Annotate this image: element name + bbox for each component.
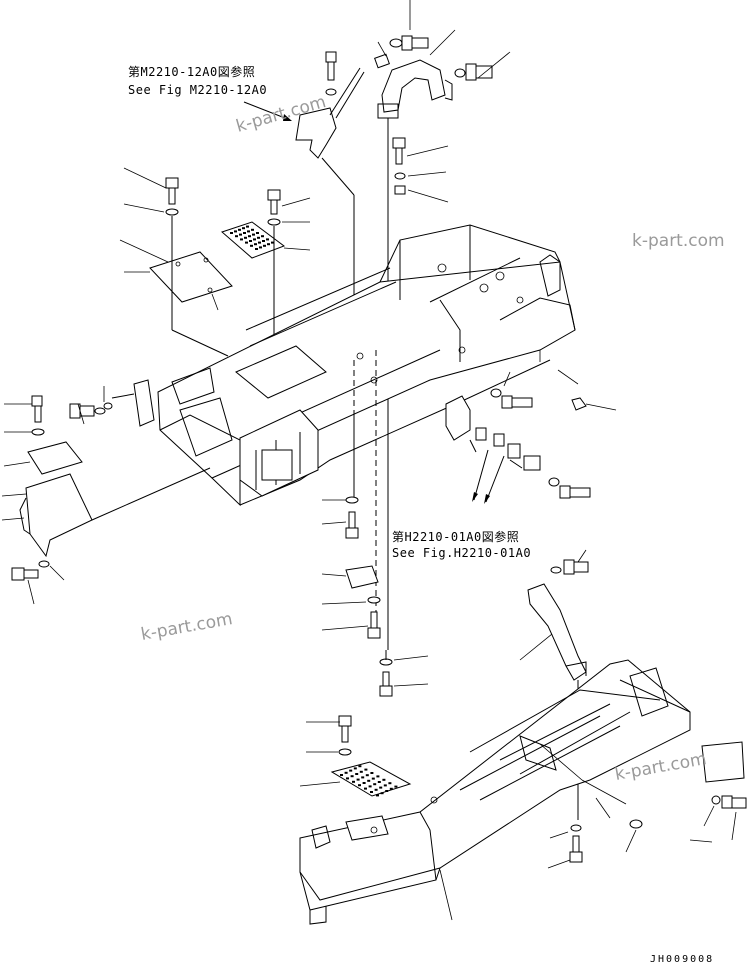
checker-dot (258, 241, 261, 244)
checker-dot (256, 232, 259, 234)
checker-dot (257, 236, 260, 239)
checker-dot (370, 791, 373, 793)
bolt-icon (563, 559, 589, 575)
checker-dot (383, 784, 387, 787)
checker-dot (252, 233, 255, 236)
checker-dot (255, 248, 258, 250)
watermark: k-part.com (139, 609, 234, 645)
checker-dot (359, 770, 363, 773)
checker-dot (254, 243, 257, 246)
checker-dot (245, 241, 248, 244)
bolt-icon (501, 395, 533, 409)
cover-plate-left (119, 167, 233, 357)
checker-dot (361, 776, 365, 779)
reference-label-upper-en: See Fig M2210-12A0 (128, 83, 267, 97)
checker-dot (376, 794, 379, 797)
checker-dot (376, 775, 380, 778)
checker-dot (388, 782, 392, 785)
watermark: k-part.com (632, 231, 725, 251)
checker-dot (251, 228, 254, 231)
checker-dot (239, 233, 242, 236)
checker-dot (371, 777, 375, 780)
checker-dot (346, 777, 349, 780)
checker-dot (259, 246, 262, 249)
bolt-icon (389, 35, 429, 51)
checker-dot (240, 238, 243, 241)
checker-dot (248, 235, 251, 238)
checker-dot (364, 768, 368, 771)
checker-dot (267, 243, 270, 246)
reference-label-lower-jp: 第H2210-01A0図参照 (392, 529, 519, 544)
reference-label-lower-en: See Fig.H2210-01A0 (392, 546, 531, 560)
checker-plate-upper (221, 189, 311, 420)
checker-dot (379, 786, 383, 789)
left-step-assembly (1, 379, 211, 605)
checker-dot (230, 232, 233, 234)
right-small-parts (625, 741, 747, 853)
lower-bolt-stack (547, 824, 583, 869)
checker-dot (358, 784, 361, 787)
checker-dot (365, 774, 369, 777)
checker-dot (271, 241, 274, 244)
checker-dot (356, 778, 360, 781)
middle-bolt-stack (321, 496, 429, 697)
checker-dot (350, 775, 354, 778)
reference-label-upper-jp: 第M2210-12A0図参照 (128, 64, 255, 79)
checker-dot (249, 240, 252, 242)
checker-dot (377, 781, 381, 783)
checker-dot (389, 787, 393, 790)
checker-dot (380, 792, 384, 795)
checker-dot (244, 236, 247, 239)
bolt-icon (11, 560, 50, 581)
checker-dot (243, 232, 246, 234)
checker-dot (344, 771, 348, 774)
checker-dot (353, 767, 357, 770)
checker-dot (373, 783, 377, 786)
side-bracket-mid (445, 369, 617, 504)
bolt-icon (454, 63, 493, 81)
checker-dot (352, 780, 355, 783)
checker-dot (385, 790, 389, 792)
checker-dot (253, 238, 256, 241)
checker-dot (235, 235, 238, 238)
checker-dot (355, 773, 359, 775)
bolt-icon (721, 795, 747, 809)
checker-dot (340, 774, 343, 776)
checker-dot (262, 240, 265, 242)
checker-dot (261, 235, 264, 238)
checker-dot (266, 238, 269, 241)
checker-dot (364, 787, 367, 790)
bottom-frame (299, 659, 691, 925)
drawing-code: JH009008 (650, 954, 714, 965)
checker-dot (394, 785, 398, 788)
bolt-icon (69, 402, 113, 419)
checker-dot (246, 225, 249, 228)
checker-dot (367, 779, 371, 782)
checker-dot (374, 788, 378, 791)
checker-plate-lower (299, 715, 412, 797)
checker-dot (362, 782, 366, 784)
checker-dot (242, 227, 245, 230)
checker-dot (358, 765, 362, 768)
checker-dot (370, 772, 374, 774)
checker-dot (234, 230, 237, 233)
bolt-icon (559, 485, 591, 499)
checker-dot (349, 769, 353, 772)
main-frame (157, 224, 576, 640)
checker-dot (382, 778, 386, 781)
top-bracket-assembly (374, 0, 511, 119)
checker-dot (263, 244, 266, 247)
checker-dot (368, 785, 372, 788)
checker-dot (247, 230, 250, 233)
checker-dot (250, 244, 253, 247)
checker-dot (238, 228, 241, 231)
